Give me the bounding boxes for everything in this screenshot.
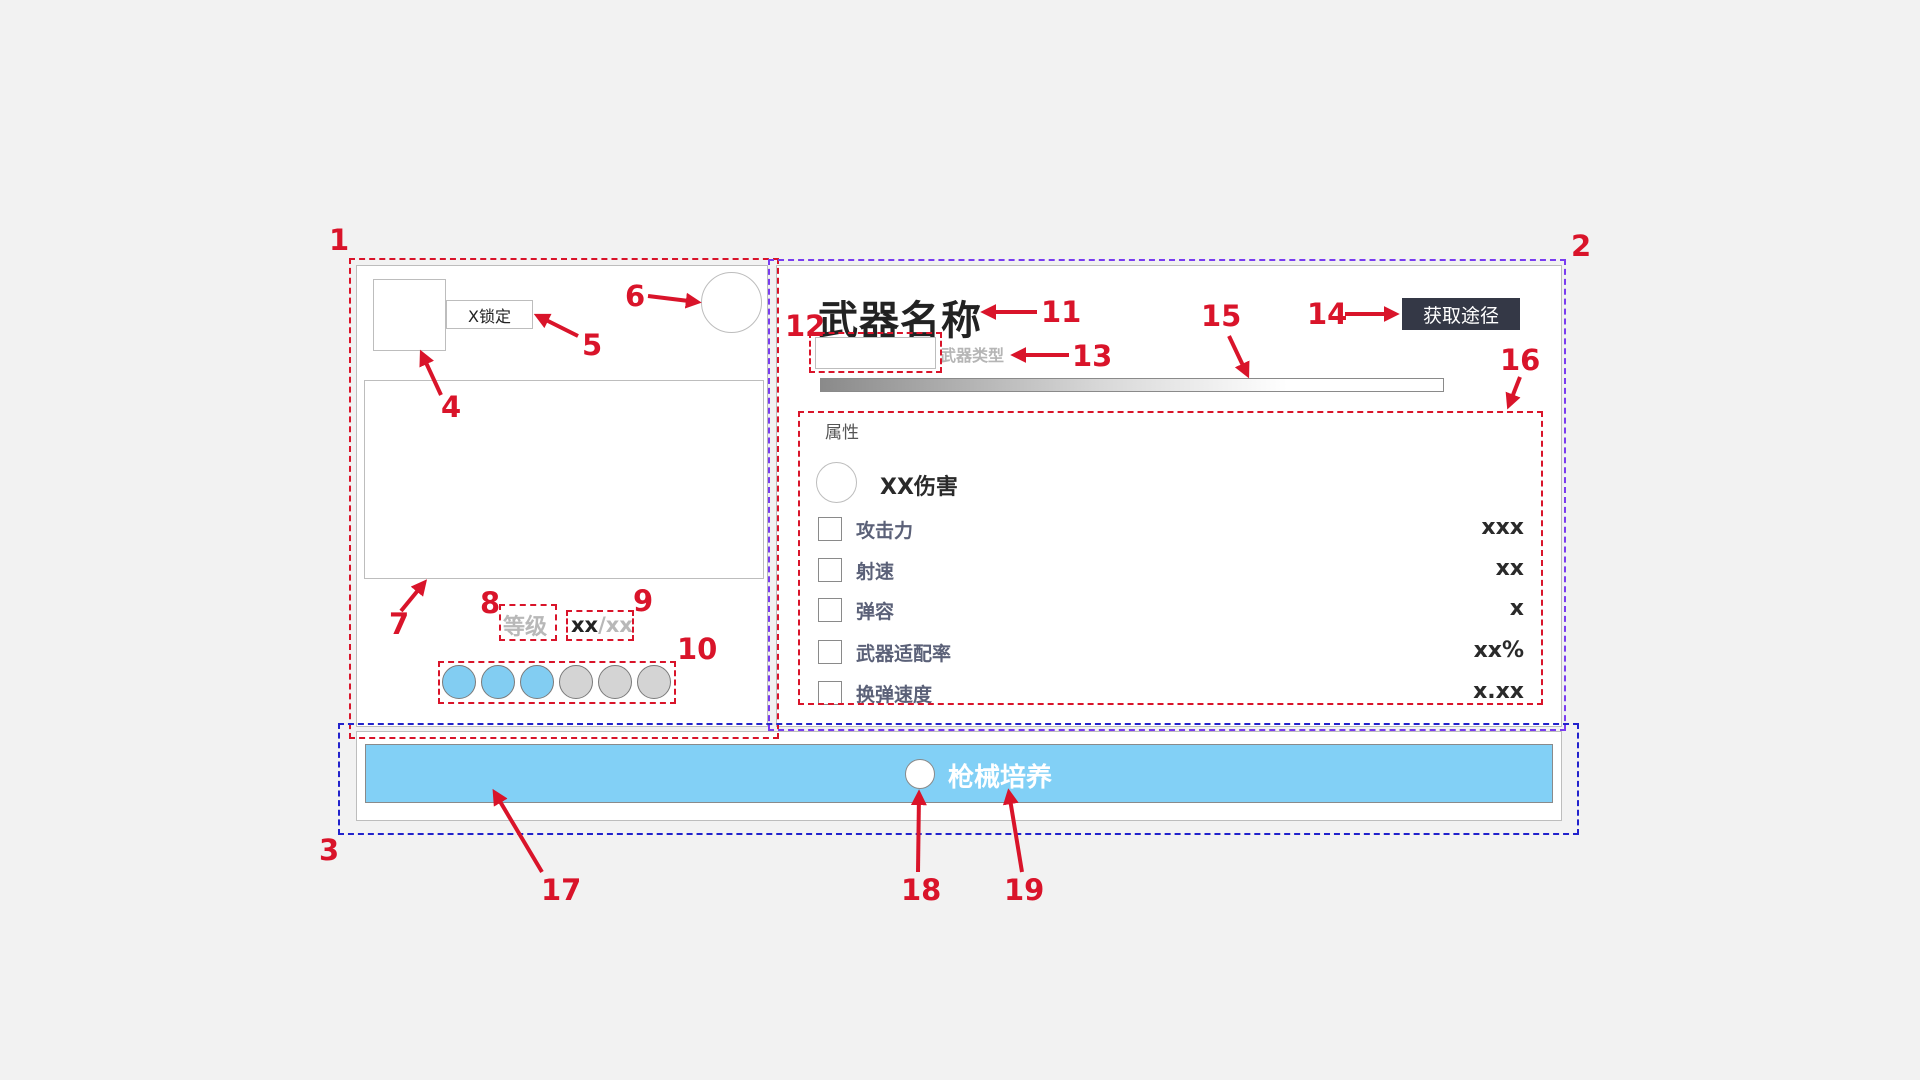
lock-button-label: X锁定 [468,306,511,326]
attribute-row: 攻击力 xxx [818,515,1524,545]
callout-14: 14 [1307,297,1348,331]
callout-1: 1 [329,223,350,257]
attribute-row: 射速 xx [818,556,1524,586]
attribute-name: 射速 [856,561,895,583]
attribute-name: 武器适配率 [856,643,952,665]
annotation-box-bottom-bar [338,723,1579,835]
acquire-button[interactable]: 获取途径 [1402,298,1520,330]
annotation-box-left-panel [349,258,779,739]
round-icon[interactable] [701,272,762,333]
callout-2: 2 [1571,229,1592,263]
level-max: xx [605,613,633,637]
attribute-value: x [1509,596,1524,621]
experience-bar [820,378,1444,392]
callout-19: 19 [1004,873,1045,907]
attribute-value: x.xx [1473,679,1524,704]
attribute-value: xx% [1473,638,1524,663]
attribute-name: 弹容 [856,601,895,623]
arrow-19 [1002,788,1024,873]
star-rating [442,665,674,701]
weapon-type-badge [815,337,936,369]
callout-8: 8 [480,586,501,620]
annotation-box-stars [438,661,676,704]
callout-9: 9 [633,584,654,618]
annotation-box-weapon-type [809,332,942,373]
callout-12: 12 [785,309,826,343]
attributes-title: 属性 [825,423,859,443]
star-slot [481,665,515,699]
level-label: 等级 [503,615,548,640]
weapon-preview-area [364,380,764,579]
attribute-icon [818,517,842,541]
annotation-box-level-value [566,610,634,641]
attribute-value: xxx [1481,515,1524,540]
weapon-icon [373,279,446,351]
annotation-box-attributes [798,411,1543,705]
annotation-box-right-panel [768,259,1566,731]
arrow-17 [492,788,544,874]
attribute-row: 弹容 x [818,596,1524,626]
attribute-name: 攻击力 [856,520,914,542]
weapon-name-title: 武器名称 [818,298,982,344]
callout-15: 15 [1201,299,1242,333]
arrow-15 [1227,335,1250,379]
level-current: xx [571,613,599,637]
attribute-icon [818,558,842,582]
star-slot [442,665,476,699]
weapon-type-label: 武器类型 [940,346,1005,365]
star-slot [637,665,671,699]
callout-11: 11 [1041,295,1082,329]
star-slot [559,665,593,699]
callout-13: 13 [1072,339,1113,373]
arrow-7 [399,579,428,613]
level-value: xx/xx [571,613,633,637]
damage-type-label: XX伤害 [880,475,958,500]
arrow-4 [419,349,443,396]
attribute-icon [818,598,842,622]
callout-10: 10 [677,632,718,666]
attribute-value: xx [1495,556,1524,581]
arrow-18 [910,789,927,873]
arrow-5 [533,313,579,338]
callout-5: 5 [582,328,603,362]
damage-type-icon [816,462,857,503]
annotation-box-level-label [499,604,557,641]
acquire-button-label: 获取途径 [1422,304,1499,327]
callout-7: 7 [389,607,410,641]
level-separator: / [598,613,606,637]
callout-18: 18 [901,873,942,907]
lock-button[interactable]: X锁定 [446,300,533,329]
attribute-row: 换弹速度 x.xx [818,678,1524,708]
attribute-name: 换弹速度 [856,684,933,706]
callout-4: 4 [441,390,462,424]
callout-6: 6 [625,279,646,313]
train-label: 枪械培养 [948,763,1053,793]
attribute-icon [818,640,842,664]
arrow-16 [1505,376,1522,410]
arrow-6 [647,292,702,309]
callout-17: 17 [541,873,582,907]
callout-3: 3 [319,833,340,867]
attribute-row: 武器适配率 xx% [818,638,1524,668]
train-icon [905,759,935,789]
train-button[interactable]: 枪械培养 [365,744,1553,803]
attribute-icon [818,681,842,705]
callout-16: 16 [1500,343,1541,377]
star-slot [598,665,632,699]
star-slot [520,665,554,699]
